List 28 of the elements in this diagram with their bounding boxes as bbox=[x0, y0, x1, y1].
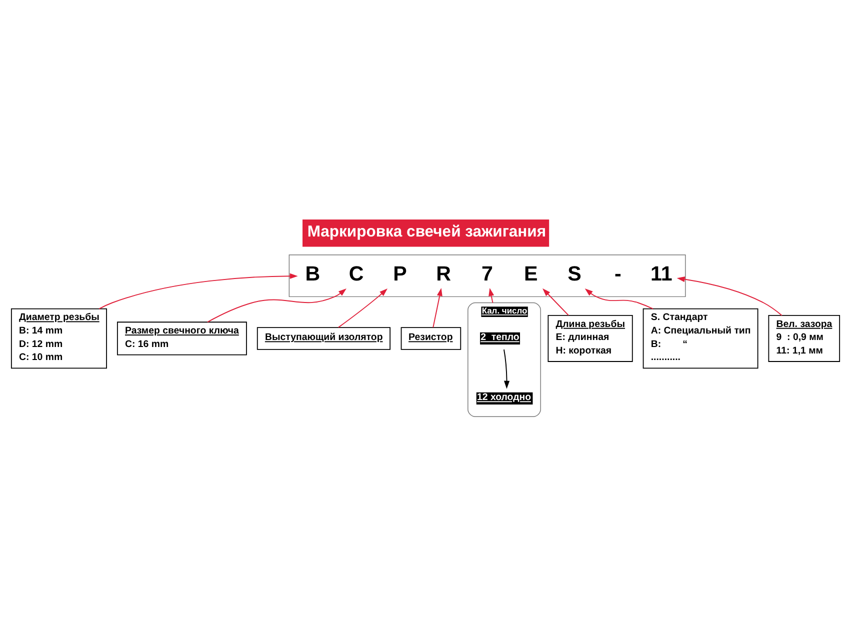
node-text: C bbox=[348, 262, 364, 285]
node-text: 7 bbox=[481, 262, 492, 285]
node-box: S. Стандарт A: Специальный тип B: “ ........... bbox=[642, 308, 758, 368]
arrow bbox=[206, 288, 346, 322]
node-text: S bbox=[567, 262, 581, 285]
arrow bbox=[676, 276, 782, 316]
arrow bbox=[98, 272, 298, 309]
node-text: R bbox=[436, 262, 450, 285]
node-box: Выступающий изолятор bbox=[256, 326, 390, 350]
node-box: Резистор bbox=[400, 326, 461, 350]
arrow bbox=[337, 288, 387, 328]
arrow bbox=[584, 288, 653, 309]
arrow bbox=[542, 288, 568, 316]
node-text: 11 bbox=[650, 262, 672, 285]
node-box: Длина резьбы E: длинная H: короткая bbox=[547, 314, 632, 362]
diagram-title: Маркировка свечей зажигания bbox=[306, 222, 546, 240]
node-text: E bbox=[523, 262, 538, 285]
node-box: Вел. зазора 9 : 0,9 мм 11: 1,1 мм bbox=[768, 314, 840, 362]
arrow bbox=[432, 288, 442, 328]
node-text: B bbox=[304, 262, 320, 285]
arrow bbox=[488, 288, 494, 303]
node-box: Размер свечного ключа C: 16 mm bbox=[116, 321, 246, 355]
arrow bbox=[503, 348, 510, 388]
node-text: - bbox=[614, 262, 621, 285]
node-box: Диаметр резьбы B: 14 mm D: 12 mm C: 10 mm bbox=[10, 308, 106, 368]
node-text: P bbox=[392, 262, 406, 285]
node-box: 12 холодно bbox=[476, 392, 532, 404]
node-box: 2 тепло bbox=[480, 332, 520, 344]
